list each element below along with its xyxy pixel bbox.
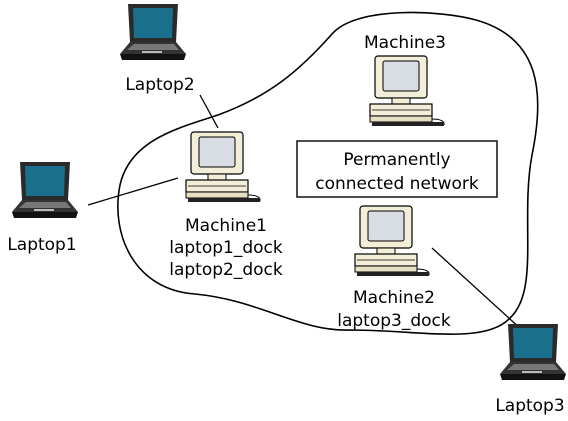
link-machine2-laptop3 [431, 247, 523, 331]
laptop1-label: Laptop1 [7, 235, 76, 255]
desktop-computer-icon [185, 131, 261, 203]
machine2-name: Machine2 [353, 288, 435, 308]
laptop2-label: Laptop2 [125, 75, 194, 95]
machine1-name: Machine1 [185, 216, 267, 236]
link-laptop2-machine1 [199, 94, 219, 129]
network-box-line-2: connected network [315, 174, 479, 194]
machine2-dock: laptop3_dock [337, 311, 451, 331]
desktop-computer-icon [369, 55, 445, 127]
network-box [296, 140, 498, 198]
machine3-label: Machine3 [364, 33, 446, 53]
laptop-icon [12, 162, 78, 218]
link-laptop1-machine1 [87, 177, 179, 206]
desktop-computer-icon [354, 205, 430, 277]
machine1-dock-1: laptop1_dock [169, 238, 283, 258]
network-boundary [117, 11, 539, 335]
machine1-dock-2: laptop2_dock [169, 260, 283, 280]
laptop-icon [120, 4, 186, 60]
laptop-icon [500, 324, 566, 380]
laptop3-label: Laptop3 [495, 396, 564, 416]
network-box-line-1: Permanently [343, 150, 450, 170]
